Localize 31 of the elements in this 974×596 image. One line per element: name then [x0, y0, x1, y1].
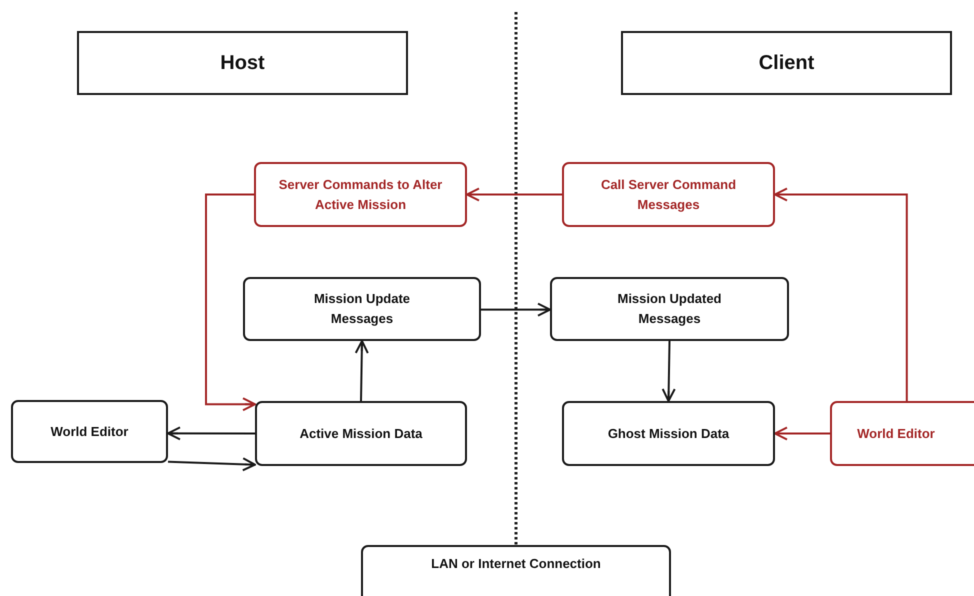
process-box [255, 401, 467, 466]
arrow [481, 302, 551, 317]
node-label: Host [220, 53, 265, 73]
node-label: LAN or Internet Connection [431, 555, 601, 573]
arrow [662, 340, 676, 402]
arrow [167, 426, 255, 440]
arrow [774, 188, 908, 401]
node-label: Client [758, 53, 814, 73]
arrow [168, 457, 256, 472]
process-box [361, 545, 671, 596]
process-box [11, 400, 168, 463]
arrow [466, 188, 562, 202]
node-label: World Editor [50, 422, 128, 440]
section-heading-box [621, 31, 952, 95]
arrow [354, 340, 369, 402]
process-box [550, 277, 789, 341]
node-label: World Editor [857, 424, 935, 442]
process-box [243, 277, 481, 341]
process-box [562, 162, 775, 227]
node-label: Call Server Command Messages [600, 176, 738, 214]
node-label: Server Commands to Alter Active Mission [278, 176, 444, 214]
node-label: Ghost Mission Data [608, 424, 730, 442]
process-box [830, 401, 974, 466]
node-label: Mission Update Messages [312, 290, 412, 328]
node-label: Active Mission Data [300, 424, 422, 442]
process-box [254, 162, 467, 227]
arrow [205, 194, 256, 412]
section-heading-box [77, 31, 408, 95]
arrow [774, 426, 830, 440]
node-label: Mission Updated Messages [616, 290, 722, 328]
process-box [562, 401, 775, 466]
